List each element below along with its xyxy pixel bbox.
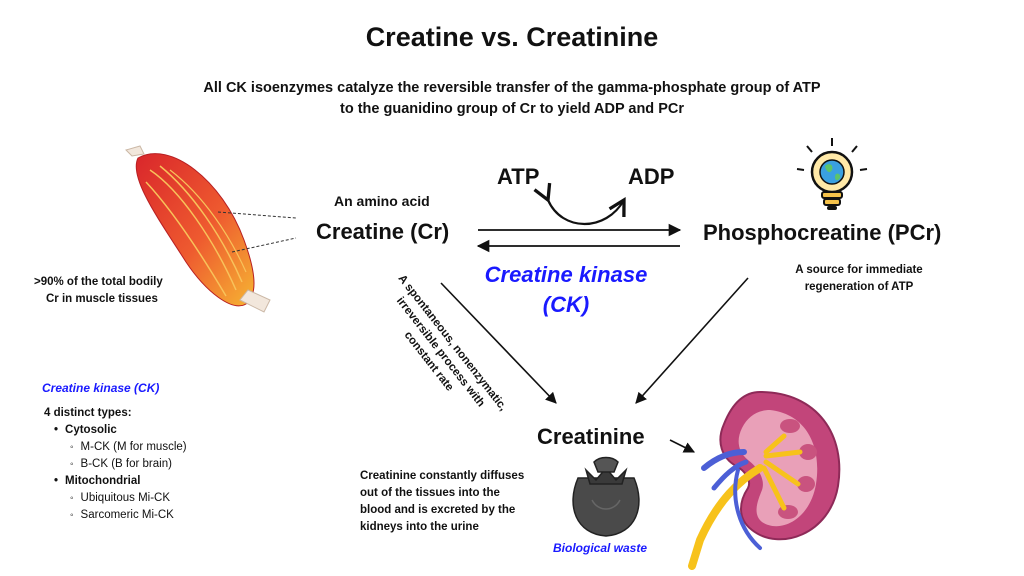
enzyme-label: Creatine kinase (CK) xyxy=(480,260,652,320)
amino-acid-label: An amino acid xyxy=(334,193,430,209)
pcr-note-line-1: A source for immediate xyxy=(795,264,923,276)
atp-adp-curved-arrow xyxy=(548,200,624,225)
ck-item-m-ck: M-CK (M for muscle) xyxy=(44,439,187,456)
ck-types-heading: Creatine kinase (CK) xyxy=(42,381,160,395)
lightbulb-globe-icon xyxy=(796,138,868,210)
creatine-to-creatinine-arrow xyxy=(440,282,557,404)
pcr-note: A source for immediate regeneration of A… xyxy=(780,262,938,296)
creatinine-note: Creatinine constantly diffuses out of th… xyxy=(360,468,524,536)
ck-types-count: 4 distinct types: xyxy=(44,407,132,419)
page-title: Creatine vs. Creatinine xyxy=(365,22,659,52)
ck-types-list: 4 distinct types: Cytosolic M-CK (M for … xyxy=(44,405,187,524)
muscle-illustration xyxy=(125,145,297,313)
creatinine-to-kidney-arrow xyxy=(669,439,696,453)
creatinine-label: Creatinine xyxy=(537,424,645,449)
ck-item-b-ck: B-CK (B for brain) xyxy=(44,456,187,473)
ck-item-sarcomeric-mi-ck: Sarcomeric Mi-CK xyxy=(44,507,187,524)
waste-bag-icon xyxy=(572,456,640,537)
creatinine-note-line-3: blood and is excreted by the xyxy=(360,504,516,516)
creatine-label: Creatine (Cr) xyxy=(316,219,450,244)
creatinine-note-line-4: kidneys into the urine xyxy=(360,521,479,533)
muscle-note: >90% of the total bodily Cr in muscle ti… xyxy=(34,274,163,308)
ck-group-mitochondrial: Mitochondrial xyxy=(44,473,187,490)
pcr-note-line-2: regeneration of ATP xyxy=(804,281,914,293)
enzyme-label-line-1: Creatine kinase xyxy=(484,262,648,287)
ck-item-ubiquitous-mi-ck: Ubiquitous Mi-CK xyxy=(44,490,187,507)
waste-label: Biological waste xyxy=(553,541,648,555)
creatinine-note-line-2: out of the tissues into the xyxy=(360,487,500,499)
pcr-to-creatinine-arrow xyxy=(635,277,749,404)
subtitle: All CK isoenzymes catalyze the reversibl… xyxy=(112,78,912,120)
atp-label: ATP xyxy=(497,164,540,189)
subtitle-line-1: All CK isoenzymes catalyze the reversibl… xyxy=(203,80,821,96)
muscle-note-line-2: Cr in muscle tissues xyxy=(46,293,158,305)
adp-label: ADP xyxy=(628,164,675,189)
muscle-note-line-1: >90% of the total bodily xyxy=(34,276,163,288)
creatinine-note-line-1: Creatinine constantly diffuses xyxy=(360,470,525,482)
phosphocreatine-label: Phosphocreatine (PCr) xyxy=(703,220,942,245)
ck-group-cytosolic: Cytosolic xyxy=(44,422,187,439)
kidney-illustration xyxy=(688,390,841,570)
enzyme-label-line-2: (CK) xyxy=(542,292,590,317)
subtitle-line-2: to the guanidino group of Cr to yield AD… xyxy=(340,101,684,117)
